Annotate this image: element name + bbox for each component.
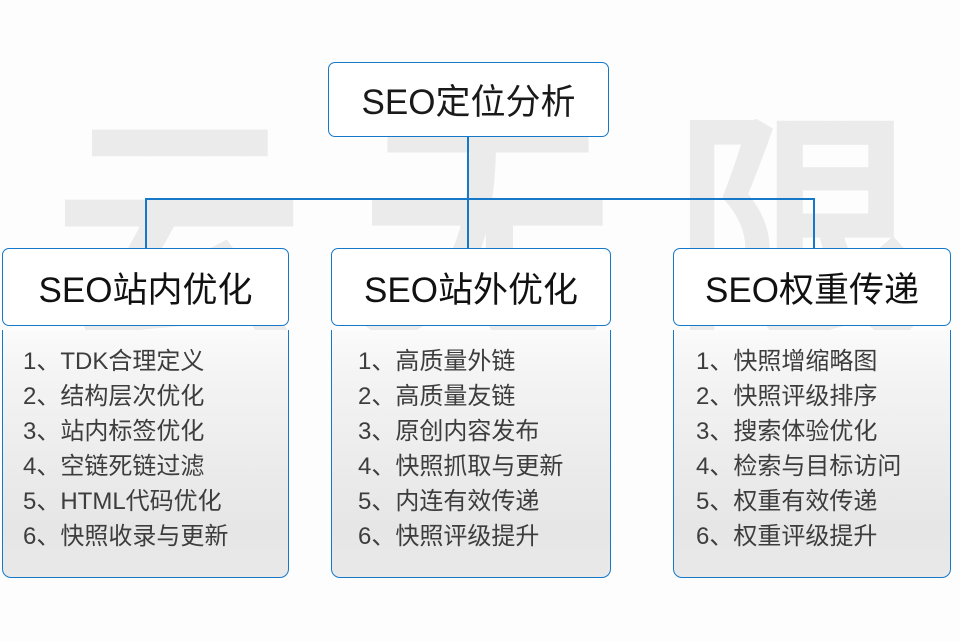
branch-item-list: 1、TDK合理定义 2、结构层次优化 3、站内标签优化 4、空链死链过滤 5、H… — [3, 344, 288, 554]
list-item[interactable]: 6、快照评级提升 — [358, 523, 540, 550]
list-item[interactable]: 2、结构层次优化 — [23, 383, 205, 410]
branch-item-list: 1、快照增缩略图 2、快照评级排序 3、搜索体验优化 4、检索与目标访问 5、权… — [674, 344, 950, 554]
branch-column-seo-weight: SEO权重传递 1、快照增缩略图 2、快照评级排序 3、搜索体验优化 4、检索与… — [673, 248, 951, 578]
list-item[interactable]: 4、检索与目标访问 — [696, 453, 902, 480]
branch-title: SEO站内优化 — [38, 270, 253, 310]
connector-drop-left — [145, 198, 147, 249]
root-node[interactable]: SEO定位分析 — [328, 62, 609, 137]
branch-body-seo-offsite: 1、高质量外链 2、高质量友链 3、原创内容发布 4、快照抓取与更新 5、内连有… — [331, 330, 611, 578]
branch-column-seo-offsite: SEO站外优化 1、高质量外链 2、高质量友链 3、原创内容发布 4、快照抓取与… — [331, 248, 611, 578]
branch-column-seo-onsite: SEO站内优化 1、TDK合理定义 2、结构层次优化 3、站内标签优化 4、空链… — [2, 248, 289, 578]
branch-header-seo-offsite[interactable]: SEO站外优化 — [331, 248, 611, 326]
list-item[interactable]: 5、内连有效传递 — [358, 488, 540, 515]
list-item[interactable]: 5、权重有效传递 — [696, 488, 878, 515]
branch-body-seo-weight: 1、快照增缩略图 2、快照评级排序 3、搜索体验优化 4、检索与目标访问 5、权… — [673, 330, 951, 578]
branch-title: SEO站外优化 — [364, 270, 578, 310]
connector-horizontal-bus — [145, 198, 814, 200]
list-item[interactable]: 3、搜索体验优化 — [696, 418, 878, 445]
list-item[interactable]: 5、HTML代码优化 — [23, 488, 222, 515]
branch-body-seo-onsite: 1、TDK合理定义 2、结构层次优化 3、站内标签优化 4、空链死链过滤 5、H… — [2, 330, 289, 578]
branch-title: SEO权重传递 — [705, 270, 919, 310]
list-item[interactable]: 1、TDK合理定义 — [23, 348, 205, 375]
list-item[interactable]: 4、空链死链过滤 — [23, 453, 205, 480]
root-node-title: SEO定位分析 — [361, 83, 576, 122]
list-item[interactable]: 3、站内标签优化 — [23, 418, 205, 445]
connector-drop-center — [467, 198, 469, 249]
list-item[interactable]: 1、快照增缩略图 — [696, 348, 878, 375]
connector-drop-right — [813, 198, 815, 249]
list-item[interactable]: 3、原创内容发布 — [358, 418, 540, 445]
list-item[interactable]: 2、高质量友链 — [358, 383, 516, 410]
list-item[interactable]: 6、快照收录与更新 — [23, 523, 229, 550]
list-item[interactable]: 6、权重评级提升 — [696, 523, 878, 550]
list-item[interactable]: 2、快照评级排序 — [696, 383, 878, 410]
connector-root-stem — [467, 136, 469, 199]
branch-item-list: 1、高质量外链 2、高质量友链 3、原创内容发布 4、快照抓取与更新 5、内连有… — [332, 344, 610, 554]
list-item[interactable]: 1、高质量外链 — [358, 348, 516, 375]
branch-header-seo-onsite[interactable]: SEO站内优化 — [2, 248, 289, 326]
branch-header-seo-weight[interactable]: SEO权重传递 — [673, 248, 951, 326]
list-item[interactable]: 4、快照抓取与更新 — [358, 453, 564, 480]
